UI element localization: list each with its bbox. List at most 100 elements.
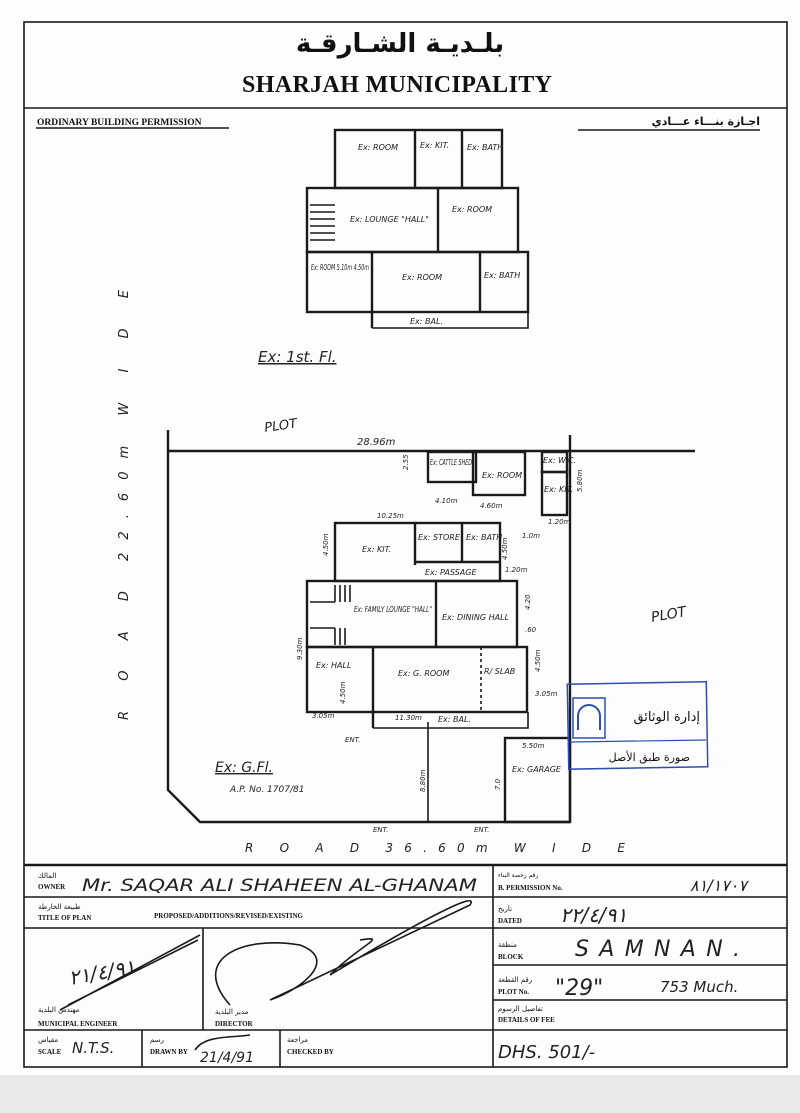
dimension: 9.30m: [296, 637, 304, 660]
drawn-value: 21/4/91: [200, 1050, 254, 1066]
room-label: Ex: BAL.: [410, 317, 443, 326]
room-label: Ex: KIT.: [420, 141, 449, 150]
dimension: 4.50m: [534, 649, 542, 672]
drawn-label: DRAWN BY: [150, 1048, 188, 1056]
first-floor-caption: Ex: 1st. Fl.: [258, 348, 337, 366]
stamp-line-1: إدارة الوثائق: [633, 710, 700, 725]
checked-label: CHECKED BY: [287, 1048, 334, 1056]
dimension: 1.20m: [505, 566, 528, 574]
drawn-signature: [194, 1034, 251, 1051]
dimension: 4.50m: [322, 533, 330, 556]
engineer-signature: [59, 934, 201, 1011]
dimension: 28.96m: [357, 437, 396, 448]
title-arabic: بلـديـة الشـارقـة: [296, 29, 504, 59]
dimension: 5.50m: [522, 742, 545, 750]
plot-label: PLOT: [650, 604, 689, 626]
room-label: R/ SLAB: [484, 667, 515, 676]
dimension: 4.50m: [339, 681, 347, 704]
room-label: Ex: CATTLE SHED: [430, 458, 472, 467]
owner-label: OWNER: [38, 883, 66, 891]
block-value: SAMNAN.: [575, 937, 740, 962]
ground-floor-plan: [305, 450, 572, 824]
document-stamp: إدارة الوثائق صورة طبق الأصل: [566, 681, 709, 770]
room-label: Ex: KIT.: [362, 545, 391, 554]
dated-label: DATED: [498, 917, 522, 925]
owner-label-ar: المالك: [38, 872, 56, 880]
room-label: Ex: ROOM: [482, 471, 522, 480]
dimension: 4.50m: [501, 537, 509, 560]
fee-value: DHS. 501/-: [498, 1042, 595, 1063]
plot-value: "29": [555, 976, 603, 1001]
dimension: 10.25m: [377, 512, 404, 520]
page-border: [23, 21, 788, 1068]
owner-value: Mr. SAQAR ALI SHAHEEN AL-GHANAM: [82, 876, 477, 896]
room-label: Ex: ROOM: [402, 273, 442, 282]
plot-label: PLOT: [263, 416, 299, 436]
room-label: Ex: HALL: [316, 661, 351, 670]
fee-label-ar: تفاصيل الرسوم: [498, 1005, 543, 1013]
entrance-label: ENT.: [373, 826, 388, 834]
room-label: Ex: BAL.: [438, 715, 471, 724]
block-label-ar: منطقة: [498, 941, 517, 949]
permission-label: B. PERMISSION No.: [498, 884, 563, 892]
room-label: Ex: BATH: [484, 271, 520, 280]
title-label-ar: طبيعة الخارطة: [38, 903, 81, 911]
room-label: Ex: FAMILY LOUNGE "HALL": [354, 605, 432, 614]
dimension: 7.0: [494, 778, 502, 790]
dated-label-ar: تاريخ: [498, 905, 512, 913]
paper: [0, 0, 800, 1075]
dimension: 5.80m: [576, 469, 584, 492]
dimension: 1.0m: [522, 532, 540, 540]
dated-value: ٢٢/٤/٩١: [560, 903, 627, 927]
plot-label-ar: رقم القطعة: [498, 976, 532, 984]
director-label: DIRECTOR: [215, 1020, 254, 1028]
permission-label-ar: رقم رخصة البناء: [498, 872, 538, 879]
form-title-arabic: اجـازة بنـــاء عـــادي: [652, 115, 760, 128]
room-label: Ex: ROOM: [452, 205, 492, 214]
dimension: 3.05m: [312, 712, 335, 720]
approval-number: A.P. No. 1707/81: [229, 785, 304, 795]
dimension: 11.30m: [395, 714, 422, 722]
title-english: SHARJAH MUNICIPALITY: [242, 72, 552, 98]
dimension: 4.10m: [435, 497, 458, 505]
plot-number-label: PLOT No.: [498, 988, 529, 996]
dimension: 3.05m: [535, 690, 558, 698]
scale-value: N.T.S.: [72, 1039, 114, 1057]
plot-extra: 753 Much.: [660, 978, 738, 996]
room-label: Ex: BATH: [466, 533, 502, 542]
room-label: Ex: DINING HALL: [442, 613, 509, 622]
block-label: BLOCK: [498, 953, 524, 961]
room-label: Ex: GARAGE: [512, 765, 562, 774]
checked-label-ar: مراجعة: [287, 1036, 308, 1044]
engineer-label: MUNICIPAL ENGINEER: [38, 1020, 118, 1028]
room-label: Ex: PASSAGE: [425, 568, 477, 577]
entrance-label: ENT.: [345, 736, 360, 744]
room-label: Ex: LOUNGE "HALL": [350, 215, 429, 224]
title-label: TITLE OF PLAN: [38, 914, 91, 922]
title-options: PROPOSED/ADDITIONS/REVISED/EXISTING: [154, 912, 304, 920]
first-floor-plan: [305, 128, 530, 329]
dimension: 8.80m: [419, 769, 427, 792]
room-label: Ex: ROOM: [358, 143, 398, 152]
director-label-ar: مدير البلدية: [215, 1008, 249, 1016]
stamp-line-2: صورة طبق الأصل: [609, 750, 690, 765]
permit-table: [24, 863, 787, 1067]
form-title-english: ORDINARY BUILDING PERMISSION: [37, 118, 202, 128]
dimension: .60: [525, 626, 537, 634]
scale-label: SCALE: [38, 1048, 62, 1056]
room-label: Ex: BATH: [467, 143, 503, 152]
permission-value: ٨١/١٧٠٧: [690, 876, 749, 895]
engineer-label-ar: مهندس البلدية: [38, 1006, 80, 1014]
entrance-label: ENT.: [474, 826, 489, 834]
room-label: Ex: W.C.: [543, 456, 576, 465]
room-label: Ex: ROOM 5.10m 4.50m: [311, 263, 369, 272]
director-signature: [215, 900, 473, 1006]
room-label: Ex: STORE: [418, 533, 461, 542]
room-label: Ex: KIT.: [544, 485, 573, 494]
drawn-label-ar: رسم: [150, 1036, 164, 1044]
dimension: 1.20m: [548, 518, 571, 526]
room-label: Ex: G. ROOM: [398, 669, 449, 678]
ground-floor-caption: Ex: G.Fl.: [215, 760, 273, 776]
dimension: 2.55: [402, 454, 410, 470]
